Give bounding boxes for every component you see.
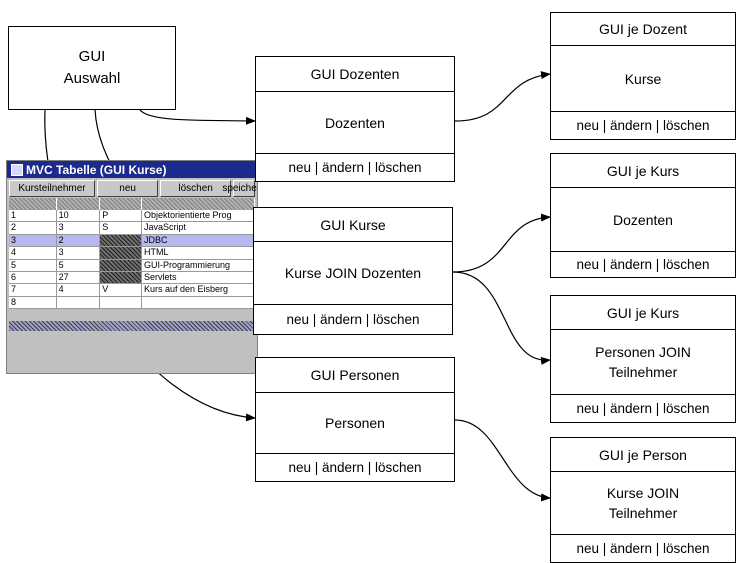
horizontal-scrollbar[interactable] [9,321,255,332]
gui-auswahl-box: GUI Auswahl [8,26,176,110]
arrow-auswahl-dozenten [139,109,256,125]
box-title: GUI je Kurs [551,296,735,330]
gui-je-dozent-box: GUI je Dozent Kurse neu | ändern | lösch… [550,12,736,140]
app-icon [11,163,23,176]
box-content: Dozenten [613,211,673,228]
gui-je-person-box: GUI je Person Kurse JOIN Teilnehmer neu … [550,437,736,563]
box-actions: neu | ändern | löschen [256,453,454,481]
window-toolbar: Kursteilnehmer neu löschen speichern [7,178,257,198]
box-content: Kurse JOIN Teilnehmer [606,485,680,521]
delete-button[interactable]: löschen [160,180,231,197]
arrow-kurse-je-kurs-1 [452,213,551,273]
mvc-table-window: MVC Tabelle (GUI Kurse) Kursteilnehmer n… [6,160,258,374]
kursteilnehmer-button[interactable]: Kursteilnehmer [9,180,96,197]
window-titlebar: MVC Tabelle (GUI Kurse) [7,161,257,178]
table-row[interactable]: 8 [9,296,256,310]
table-header [9,198,255,210]
box-actions: neu | ändern | löschen [254,304,452,334]
window-title: MVC Tabelle (GUI Kurse) [26,162,167,177]
box-title: GUI je Person [551,438,735,472]
box-actions: neu | ändern | löschen [551,534,735,562]
box-content: Dozenten [325,114,385,131]
box-content: Personen JOIN Teilnehmer [595,344,691,380]
box-title: GUI Personen [256,358,454,393]
box-content: Kurse JOIN Dozenten [284,265,422,281]
gui-personen-box: GUI Personen Personen neu | ändern | lös… [255,357,455,482]
box-content: Personen [325,415,385,431]
box-title: GUI je Dozent [551,13,735,46]
box-title: GUI Dozenten [256,57,454,92]
gui-je-kurs-dozenten-box: GUI je Kurs Dozenten neu | ändern | lösc… [550,153,736,278]
box-title: GUI je Kurs [551,154,735,188]
box-actions: neu | ändern | löschen [551,394,735,422]
save-button[interactable]: speichern [222,180,257,197]
box-content: Kurse [624,70,662,87]
arrow-personen-je-person [454,419,551,502]
box-actions: neu | ändern | löschen [551,111,735,139]
arrow-kurse-je-kurs-2 [452,271,551,365]
gui-kurse-box: GUI Kurse Kurse JOIN Dozenten neu | ände… [253,207,453,335]
new-button[interactable]: neu [97,180,159,197]
box-actions: neu | ändern | löschen [256,153,454,181]
box-title: GUI Kurse [254,208,452,242]
box-actions: neu | ändern | löschen [551,251,735,277]
arrow-dozenten-je-dozent [454,71,551,122]
gui-dozenten-box: GUI Dozenten Dozenten neu | ändern | lös… [255,56,455,182]
gui-je-kurs-personen-box: GUI je Kurs Personen JOIN Teilnehmer neu… [550,295,736,423]
